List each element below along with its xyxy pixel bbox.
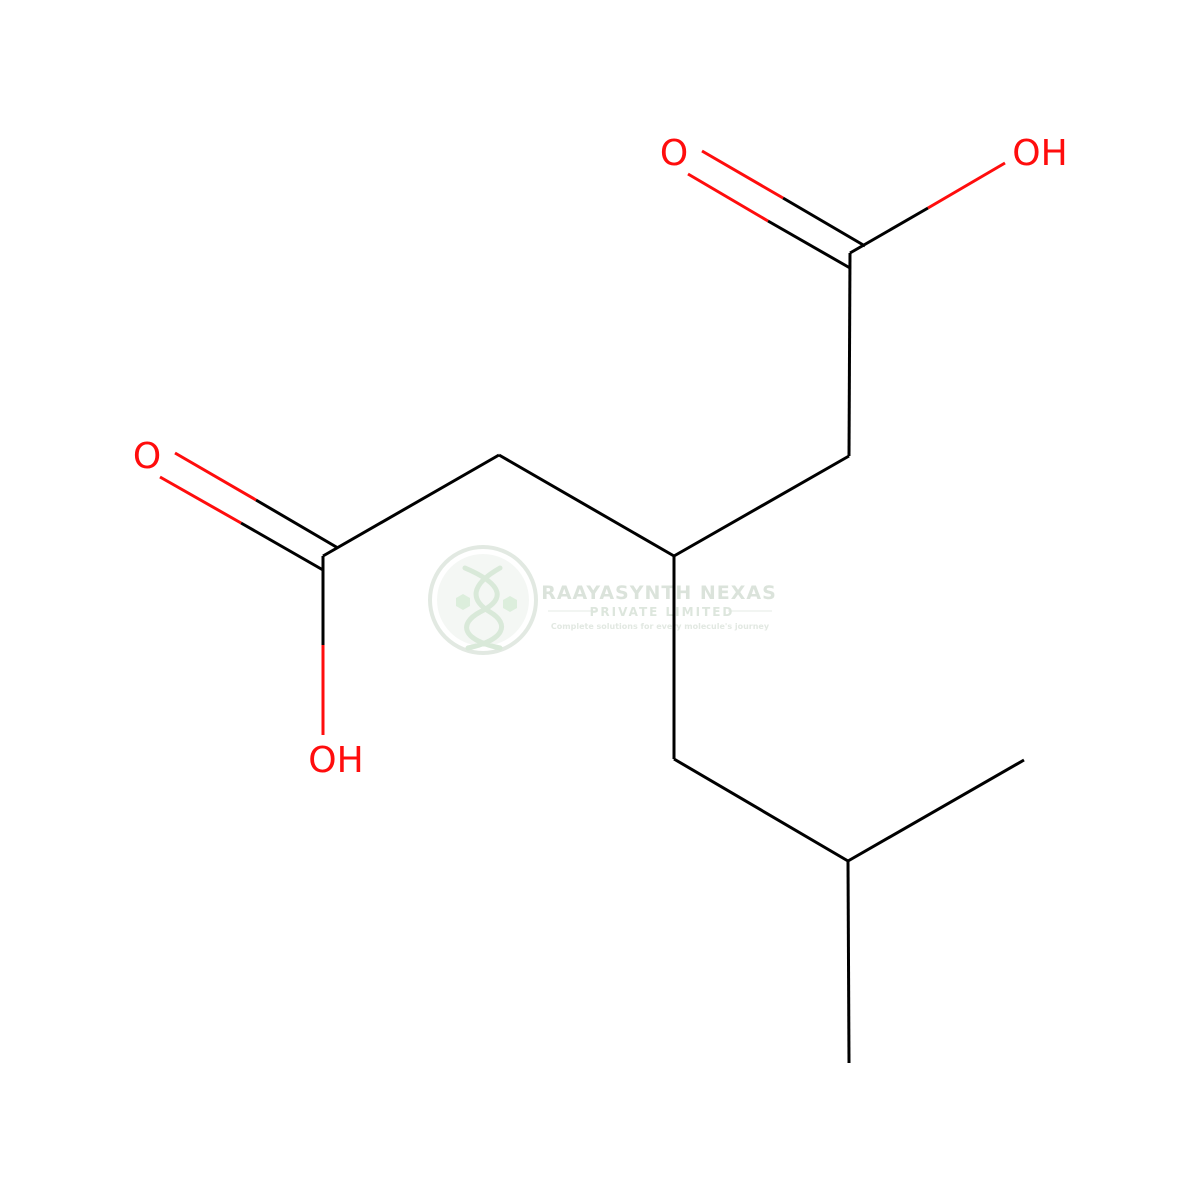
watermark-logo-ring — [428, 545, 538, 655]
double-bond-top-a-red — [701, 149, 784, 200]
single-bond-top-oh-red — [927, 161, 1006, 210]
dna-helix-icon — [462, 565, 504, 651]
watermark-company: RAAYASYNTH NEXAS — [541, 582, 777, 604]
watermark: RAAYASYNTH NEXAS PRIVATE LIMITED Complet… — [428, 545, 777, 655]
hexagon-icon-left — [456, 594, 470, 610]
atom-label-oh-top: OH — [1012, 133, 1067, 174]
bond-c7-c8 — [847, 758, 1025, 863]
double-bond-left-a-black — [255, 498, 339, 550]
hexagon-icon-right — [503, 596, 517, 612]
double-bond-left-b-red — [159, 475, 242, 525]
double-bond-top-a-black — [782, 196, 866, 248]
bond-c6-c7 — [673, 757, 849, 863]
carboxyl-group-top: O OH — [660, 133, 1068, 270]
atom-label-o-left: O — [133, 436, 161, 477]
bond-c1-c2 — [322, 453, 500, 558]
double-bond-top-b-red — [687, 172, 769, 223]
bond-c2-c3 — [498, 453, 675, 558]
single-bond-top-oh-black — [849, 206, 929, 255]
watermark-logo-inner — [437, 554, 529, 646]
atom-label-o-top: O — [660, 133, 688, 174]
watermark-subtitle: PRIVATE LIMITED — [590, 605, 735, 619]
watermark-tagline: Complete solutions for every molecule's … — [551, 622, 770, 631]
atom-label-oh-left: OH — [308, 740, 363, 781]
carboxyl-group-left: O OH — [133, 436, 364, 781]
double-bond-left-a-red — [174, 451, 257, 502]
bond-c3-c4 — [673, 454, 850, 558]
double-bond-left-b-black — [240, 521, 324, 572]
bond-c4-c5 — [847, 252, 852, 457]
bond-c7-c9 — [846, 860, 851, 1064]
double-bond-top-b-black — [767, 219, 851, 270]
carbon-skeleton — [322, 252, 1025, 1064]
